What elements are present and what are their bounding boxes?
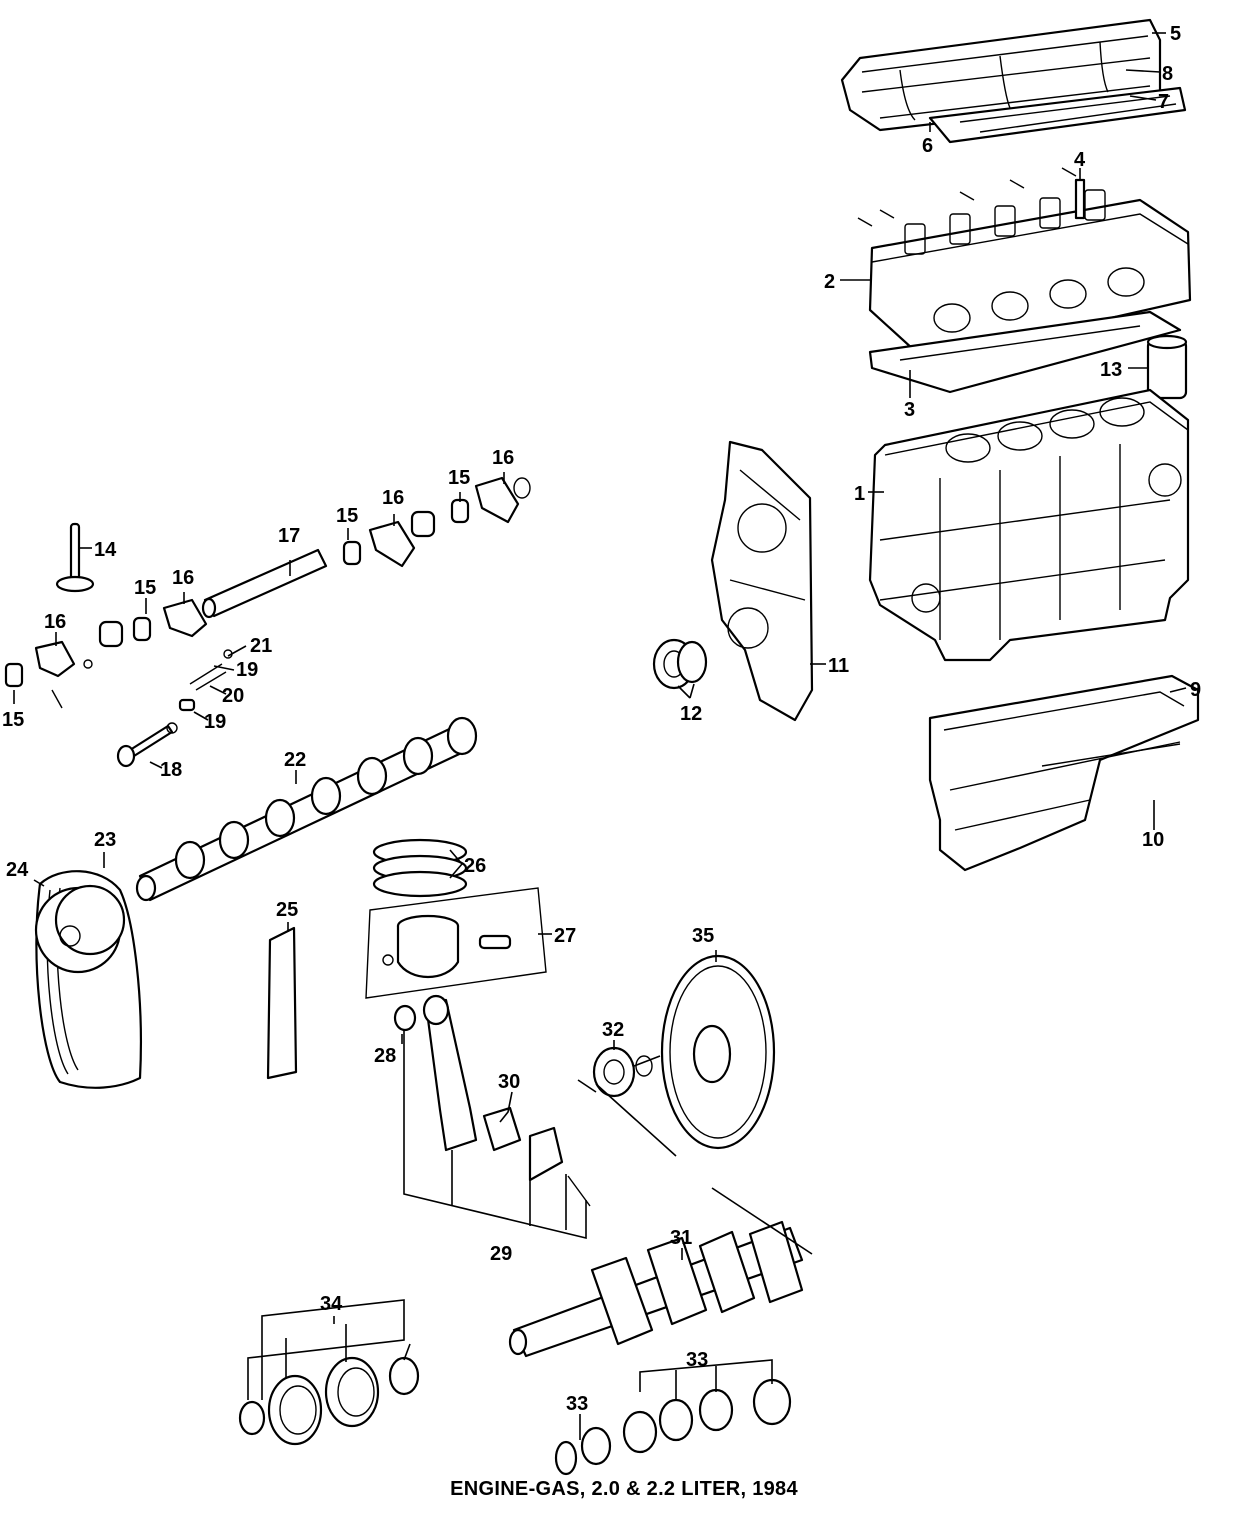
callout-12: 12 — [680, 703, 702, 725]
callout-30: 30 — [498, 1071, 520, 1093]
main-bearings — [554, 1378, 792, 1476]
oil-filter — [1146, 334, 1188, 400]
callout-16-a: 16 — [382, 487, 404, 509]
head-gasket — [868, 310, 1182, 394]
callout-26: 26 — [464, 855, 486, 877]
oil-pan — [928, 674, 1200, 872]
callout-33-b: 33 — [566, 1393, 588, 1415]
callout-21: 21 — [250, 635, 272, 657]
piston-rings — [372, 838, 468, 898]
callout-11: 11 — [828, 655, 849, 677]
callout-9: 9 — [1190, 679, 1201, 701]
callout-16-d: 16 — [44, 611, 66, 633]
callout-6: 6 — [922, 135, 933, 157]
callout-16-b: 16 — [492, 447, 514, 469]
callout-19-b: 19 — [204, 711, 226, 733]
callout-4: 4 — [1074, 149, 1086, 171]
piston-kit — [365, 887, 547, 999]
valve-14 — [55, 522, 95, 593]
callout-34: 34 — [320, 1293, 343, 1315]
cylinder-head — [857, 167, 1192, 362]
pulley-seal-set — [238, 1356, 420, 1446]
callout-27: 27 — [554, 925, 576, 947]
leader-lines — [13, 32, 1187, 1440]
callout-32: 32 — [602, 1019, 624, 1041]
timing-cover — [710, 440, 814, 722]
callout-22: 22 — [284, 749, 306, 771]
callout-15-c: 15 — [134, 577, 156, 599]
callout-19-a: 19 — [236, 659, 258, 681]
callout-8: 8 — [1162, 63, 1173, 85]
crankshaft — [508, 1220, 804, 1358]
gasket-25 — [266, 926, 298, 1080]
rocker-parts — [4, 476, 531, 709]
callout-25: 25 — [276, 899, 298, 921]
engine-block — [868, 388, 1190, 662]
callout-31: 31 — [670, 1227, 692, 1249]
callout-15-a: 15 — [336, 505, 358, 527]
callout-24: 24 — [6, 859, 29, 881]
diagram-caption: ENGINE-GAS, 2.0 & 2.2 LITER, 1984 — [450, 1478, 798, 1500]
callout-15-d: 15 — [2, 709, 24, 731]
callout-labels: 5 8 7 6 4 2 3 13 1 9 10 11 12 14 17 15 1… — [2, 23, 1201, 1415]
timing-sprocket-belt — [34, 870, 142, 1089]
callout-35: 35 — [692, 925, 714, 947]
connecting-rod — [393, 994, 591, 1207]
callout-23: 23 — [94, 829, 116, 851]
callout-3: 3 — [904, 399, 915, 421]
callout-10: 10 — [1142, 829, 1164, 851]
rocker-shaft — [201, 548, 328, 619]
callout-20: 20 — [222, 685, 244, 707]
callout-33-a: 33 — [686, 1349, 708, 1371]
callout-17: 17 — [278, 525, 300, 547]
front-seals — [652, 638, 708, 690]
callout-29: 29 — [490, 1243, 512, 1265]
callout-15-b: 15 — [448, 467, 470, 489]
callout-1: 1 — [854, 483, 865, 505]
callout-7: 7 — [1158, 91, 1169, 113]
callout-13: 13 — [1100, 359, 1122, 381]
valve-cover — [840, 18, 1187, 144]
callout-14: 14 — [94, 539, 117, 561]
callout-28: 28 — [374, 1045, 396, 1067]
callout-2: 2 — [824, 271, 835, 293]
callout-18: 18 — [160, 759, 182, 781]
callout-5: 5 — [1170, 23, 1181, 45]
head-bolt — [1074, 178, 1086, 220]
flywheel — [660, 954, 776, 1150]
callout-16-c: 16 — [172, 567, 194, 589]
valve-18-assembly — [116, 649, 233, 768]
rear-seal — [592, 1046, 653, 1098]
camshaft — [135, 716, 478, 902]
